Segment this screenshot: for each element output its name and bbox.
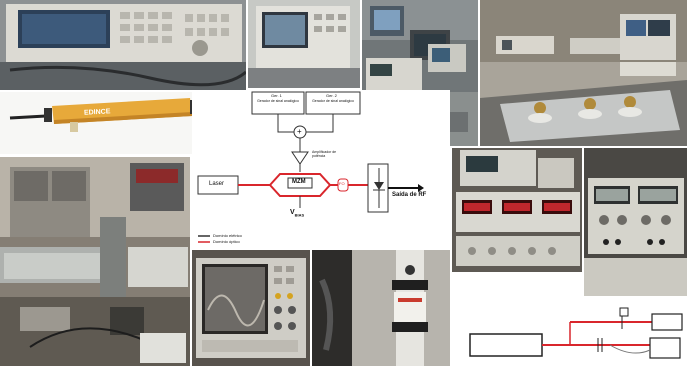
bias-symbol: V bbox=[290, 209, 295, 216]
bias-label: VBIAS bbox=[290, 209, 304, 217]
photo-oscilloscope bbox=[192, 250, 310, 366]
optical-setup-schematic-svg bbox=[452, 298, 687, 366]
photo-power-supply bbox=[584, 148, 687, 296]
photo-spectrum-analyzer bbox=[248, 0, 360, 88]
lab-room-image bbox=[0, 157, 190, 366]
schematic-detector-top bbox=[651, 313, 683, 331]
output-label: Saída de RF bbox=[392, 192, 427, 198]
spectrum-analyzer-image bbox=[248, 0, 360, 88]
summing-symbol: + bbox=[297, 127, 302, 136]
optical-mount-image bbox=[312, 250, 450, 366]
optical-setup-schematic bbox=[452, 298, 687, 366]
generator-1-title: Ger. 1 bbox=[271, 93, 282, 98]
photo-optical-table bbox=[480, 0, 687, 146]
function-generators-image bbox=[452, 148, 582, 272]
fiber-coil bbox=[337, 178, 349, 192]
photo-signal-analyzer bbox=[0, 0, 246, 90]
photo-lab-room bbox=[0, 157, 190, 366]
generator-2-subtitle: Gerador de sinal analógico bbox=[312, 99, 354, 103]
optical-table-image bbox=[480, 0, 687, 146]
laser-label: Laser bbox=[209, 181, 225, 187]
signal-analyzer-image bbox=[0, 0, 246, 90]
legend-optical: Domínio óptico bbox=[213, 239, 240, 244]
legend-electrical: Domínio elétrico bbox=[213, 233, 242, 238]
generator-2-title: Ger. 2 bbox=[326, 93, 337, 98]
oscilloscope-image bbox=[192, 250, 310, 366]
modulator-label: MZM bbox=[292, 179, 306, 185]
bias-subscript: BIAS bbox=[294, 212, 305, 218]
fiber-label: FO bbox=[339, 181, 345, 186]
block-diagram: Ger. 1 Gerador de sinal analógico Ger. 2… bbox=[192, 90, 450, 247]
schematic-detector-bottom bbox=[649, 337, 681, 359]
generator-1-subtitle: Gerador de sinal analógico bbox=[257, 99, 299, 103]
schematic-source-box bbox=[469, 333, 543, 357]
photo-function-generators bbox=[452, 148, 582, 272]
laser-brand-label: EDINCE bbox=[83, 108, 111, 117]
block-diagram-svg bbox=[197, 91, 424, 243]
power-supply-image bbox=[584, 148, 687, 296]
amplifier-triangle bbox=[291, 151, 309, 165]
amplifier-label: Amplificador de potência bbox=[312, 150, 337, 158]
photo-optical-mount bbox=[312, 250, 450, 366]
